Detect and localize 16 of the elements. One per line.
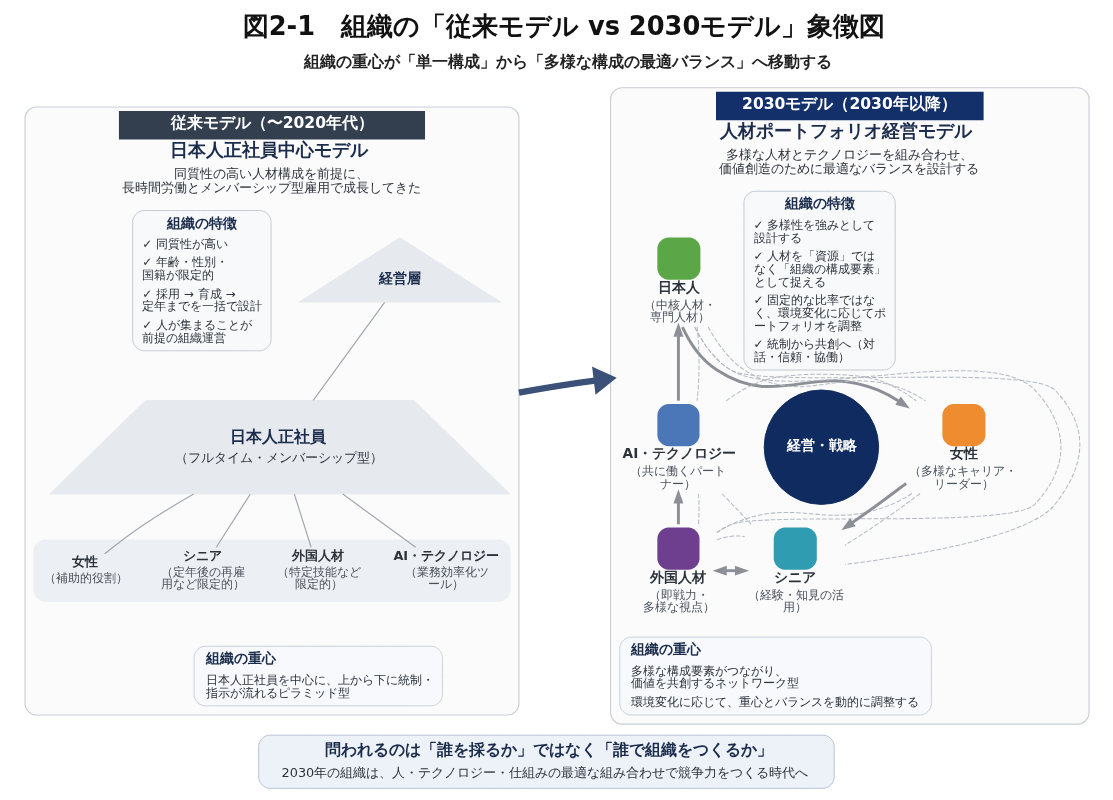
node-label: （共に働くパートナー） (629, 464, 726, 491)
node-text: シニア （定年後の再雇用など限定的） (160, 547, 245, 592)
node-label: 外国人材 (649, 568, 706, 585)
node-text: 女性 （補助的役割） (43, 554, 128, 586)
node-label: （多様なキャリア・リーダー） (908, 464, 1017, 491)
node-text: 外国人材 （特定技能など限定的） (276, 547, 361, 592)
node-label: シニア (773, 568, 816, 585)
label: 組織の重心が「単一構成」から「多様な構成の最適バランス」へ移動する (303, 52, 832, 71)
node-label: 日本人 (657, 278, 700, 295)
node-label: AI・テクノロジー (622, 445, 736, 462)
node-text: AI・テクノロジー （業務効率化ツール） (392, 547, 499, 592)
node-label: （経験・知見の活用） (747, 587, 844, 615)
node-label: （即戦力・多様な視点） (642, 587, 715, 615)
node-label: 女性 (949, 445, 978, 462)
node-label: （中核人材・専門人材） (643, 297, 716, 325)
diagram-title: 図2-1 組織の「従来モデル vs 2030モデル」象徴図 (242, 10, 885, 41)
